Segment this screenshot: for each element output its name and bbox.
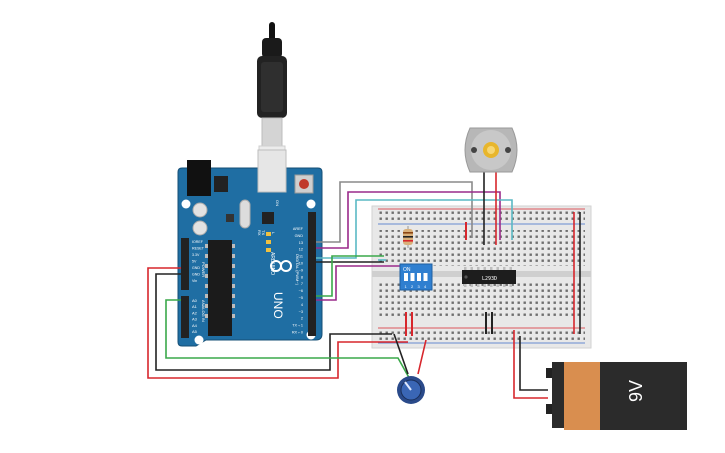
digital-pin-label: AREF <box>293 227 304 231</box>
digital-pin-label: RX←0 <box>292 331 303 335</box>
tx-label: TX <box>261 230 266 235</box>
digital-label: DIGITAL (PWM~) <box>295 254 300 286</box>
power-pin-label: 3.3V <box>192 253 200 257</box>
analog-pin-label: A3 <box>192 317 198 322</box>
driver-chip-label: L293D <box>482 276 497 282</box>
power-pin-label: RESET <box>192 247 205 251</box>
digital-pin-label: 2 <box>301 317 303 321</box>
battery-label: 9V <box>626 380 646 402</box>
dip-toggle[interactable] <box>423 273 428 281</box>
l-label: L <box>271 232 276 235</box>
mounting-hole <box>306 199 316 209</box>
power-pin-labels: IOREF RESET 3.3V 5V GND GND Vin <box>192 240 205 283</box>
wire-battery-red[interactable] <box>513 330 548 399</box>
digital-pin-label: 13 <box>299 241 303 245</box>
power-header[interactable] <box>181 238 189 290</box>
wire-green-a0[interactable] <box>165 299 413 384</box>
digital-header[interactable] <box>308 212 316 336</box>
analog-pin-label: A4 <box>192 323 198 328</box>
l293d-driver-chip[interactable]: L293D <box>462 267 516 287</box>
analog-pin-label: A1 <box>192 304 198 309</box>
wire-black-gnd[interactable] <box>155 273 392 371</box>
dip-switch-on-label: ON <box>403 267 411 273</box>
digital-pin-label: ~11 <box>297 255 303 259</box>
analog-label: ANALOG IN <box>201 300 206 322</box>
battery-9v[interactable]: 9V <box>546 362 687 430</box>
wire-purple-digital[interactable] <box>316 265 400 301</box>
atmega-chip <box>208 240 232 336</box>
wire-teal[interactable] <box>316 199 513 259</box>
dip-position-label: 4 <box>424 284 427 289</box>
digital-pin-label: 12 <box>299 248 303 252</box>
analog-pin-label: A5 <box>192 329 198 334</box>
digital-pin-label: GND <box>295 234 304 238</box>
power-pin-label: Vin <box>192 279 197 283</box>
digital-pin-label: ~6 <box>299 289 303 293</box>
digital-pin-label: ~9 <box>299 268 303 272</box>
resistor[interactable] <box>403 226 413 248</box>
board-brand-label: ARDUINO <box>269 252 275 275</box>
dip-toggle[interactable] <box>410 273 415 281</box>
digital-pin-label: 8 <box>301 275 303 279</box>
wires[interactable] <box>147 170 581 399</box>
digital-pin-label: ~10 <box>297 262 303 266</box>
power-pin-label: GND <box>192 266 200 270</box>
wire-purple[interactable] <box>316 191 501 249</box>
analog-pin-label: A0 <box>192 298 198 303</box>
wire-red-5v[interactable] <box>147 267 408 379</box>
power-jack <box>187 160 211 196</box>
dip-position-label: 2 <box>411 284 414 289</box>
dip-position-label: 1 <box>405 284 408 289</box>
digital-pin-label: ~3 <box>299 310 303 314</box>
wire-green-digital[interactable] <box>316 255 384 297</box>
usb-socket <box>257 149 287 193</box>
dc-motor[interactable] <box>464 127 518 173</box>
digital-pin-labels: AREF GND 13 12 ~11 ~10 ~9 8 7 ~6 ~5 4 ~3 2TX→1RX←0 <box>292 227 304 335</box>
board-model-label: UNO <box>271 292 285 319</box>
mounting-hole <box>181 199 191 209</box>
power-pin-label: IOREF <box>192 240 204 244</box>
dip-toggle[interactable] <box>417 273 421 281</box>
dip-position-label: 3 <box>418 284 421 289</box>
power-pin-label: 5V <box>192 260 197 264</box>
digital-pin-label: 7 <box>301 282 303 286</box>
potentiometer[interactable] <box>397 376 425 404</box>
analog-header[interactable] <box>181 296 189 338</box>
dip-toggle[interactable] <box>404 273 408 281</box>
power-label: POWER <box>201 262 206 277</box>
arduino-uno-board[interactable]: ARDUINO UNO DIGITAL (PWM~) POWER ANALOG … <box>177 149 323 347</box>
digital-pin-label: TX→1 <box>292 324 303 328</box>
digital-pin-label: ~5 <box>299 296 303 300</box>
power-pin-label: GND <box>192 273 200 277</box>
rx-label: RX <box>257 230 262 236</box>
digital-pin-label: 4 <box>301 303 303 307</box>
wire-battery-black[interactable] <box>519 336 548 391</box>
mounting-hole <box>194 335 204 345</box>
on-label: ON <box>275 200 280 206</box>
analog-pin-label: A2 <box>192 310 198 315</box>
